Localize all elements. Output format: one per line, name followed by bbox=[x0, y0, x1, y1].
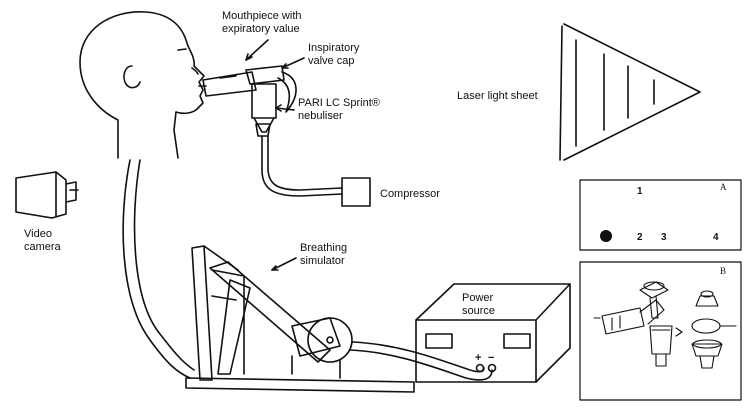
simulator-frame bbox=[211, 269, 245, 375]
panel-a-frame bbox=[579, 179, 742, 251]
panel-a-marker-dot bbox=[600, 230, 612, 242]
expiratory-valve bbox=[219, 75, 237, 79]
nebuliser-leader bbox=[275, 107, 295, 111]
power-display-left bbox=[425, 333, 453, 349]
power-source-box bbox=[415, 319, 537, 383]
simulator-left-post bbox=[191, 245, 213, 381]
compressor-box bbox=[341, 177, 371, 207]
simulator-crank-arm bbox=[209, 261, 331, 363]
power-label-line2: source bbox=[462, 305, 496, 317]
panel-a-number-1: 1 bbox=[637, 186, 643, 197]
laser-sheet-label: Laser light sheet bbox=[457, 90, 538, 102]
panel-b-letter: B bbox=[720, 266, 727, 276]
head-ear bbox=[123, 65, 141, 89]
nebuliser-label-line2: nebuliser bbox=[298, 110, 343, 122]
nebuliser-exploded-view bbox=[593, 281, 737, 369]
breathing-label-line2: simulator bbox=[300, 255, 345, 267]
mouthpiece-label-line1: Mouthpiece with bbox=[222, 10, 302, 22]
simulator-crank-box bbox=[291, 317, 341, 357]
compressor-label: Compressor bbox=[380, 188, 440, 200]
terminal-plus-label: + bbox=[475, 352, 482, 364]
panel-a-letter: A bbox=[720, 182, 727, 192]
camera-lens bbox=[65, 181, 77, 203]
mouthpiece-label-line2: expiratory value bbox=[222, 23, 300, 35]
video-camera bbox=[15, 171, 67, 219]
breathing-tube bbox=[122, 159, 191, 379]
compressor-tube bbox=[261, 135, 343, 197]
panel-b-frame bbox=[579, 261, 742, 401]
panel-a-number-4: 4 bbox=[713, 232, 719, 243]
video-label-line1: Video bbox=[24, 228, 52, 240]
mouthpiece bbox=[202, 71, 257, 97]
valve-cap-leader bbox=[281, 57, 305, 69]
head-eye bbox=[177, 48, 187, 51]
mannequin-head bbox=[79, 11, 205, 159]
nebuliser-label-line1: PARI LC Sprint® bbox=[298, 97, 380, 109]
power-label-line1: Power bbox=[462, 292, 494, 304]
mouthpiece-label: Mouthpiece with expiratory value bbox=[222, 10, 302, 36]
inspiratory-valve-label: Inspiratory valve cap bbox=[308, 42, 359, 68]
panel-a-number-2: 2 bbox=[637, 232, 643, 243]
breathing-simulator-label: Breathing simulator bbox=[300, 242, 347, 268]
inspiratory-label-line2: valve cap bbox=[308, 55, 355, 67]
terminal-minus bbox=[487, 363, 497, 373]
valve-cap-hook bbox=[277, 71, 297, 113]
power-display-right bbox=[503, 333, 531, 349]
simulator-flywheel bbox=[307, 317, 353, 363]
inspiratory-valve-cap bbox=[245, 65, 285, 85]
simulator-base bbox=[185, 377, 415, 393]
video-label-line2: camera bbox=[24, 241, 61, 253]
inspiratory-label-line1: Inspiratory bbox=[308, 42, 360, 54]
simulator-diagonal-strut bbox=[217, 279, 251, 375]
breathing-label-line1: Breathing bbox=[300, 242, 348, 254]
terminal-minus-label: − bbox=[488, 352, 495, 364]
laser-sheet bbox=[563, 23, 701, 161]
panel-a-number-3: 3 bbox=[661, 232, 667, 243]
mouthpiece-leader bbox=[245, 39, 269, 61]
simulator-leader bbox=[271, 257, 297, 271]
nebuliser-label: PARI LC Sprint® nebuliser bbox=[298, 97, 380, 123]
video-camera-label: Video camera bbox=[24, 228, 61, 254]
power-source-label: Power source bbox=[462, 292, 495, 318]
power-cable bbox=[351, 341, 485, 373]
nebuliser-body bbox=[251, 83, 277, 119]
head-nostril bbox=[191, 67, 199, 75]
terminal-plus bbox=[475, 363, 485, 373]
